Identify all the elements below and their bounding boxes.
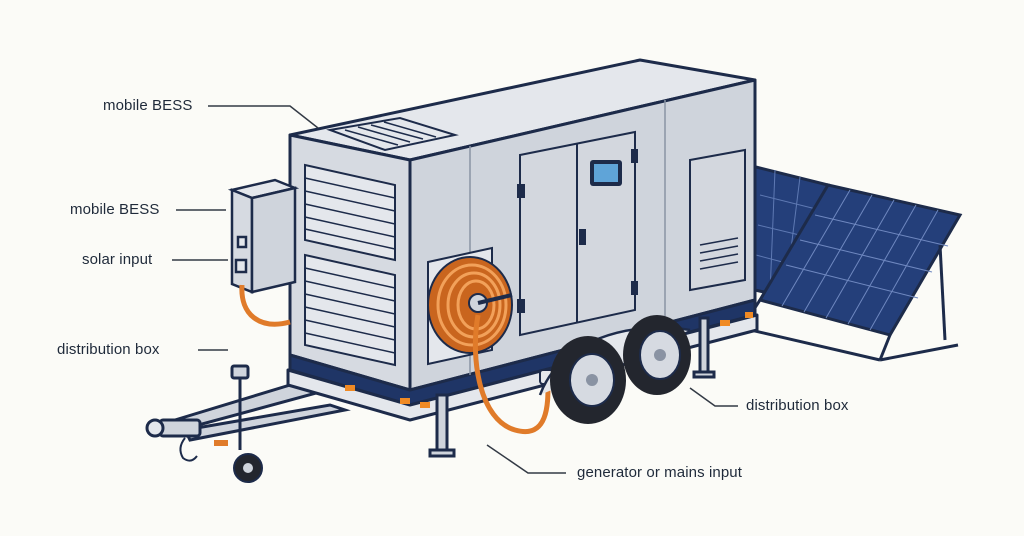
trailer-wheels xyxy=(538,315,691,424)
distribution-cable xyxy=(239,284,291,327)
leader-generator xyxy=(486,444,566,474)
distribution-box xyxy=(227,178,300,294)
wheel-front xyxy=(550,336,626,424)
generator-cable xyxy=(472,314,551,435)
trailer-safety-chain xyxy=(179,437,198,462)
label-mobile-bess-top: mobile BESS xyxy=(103,97,193,114)
leader-lines xyxy=(172,105,738,474)
label-generator-input: generator or mains input xyxy=(577,464,742,481)
front-louvers xyxy=(304,163,396,367)
stabilizer-legs xyxy=(428,316,716,458)
jockey-wheel xyxy=(233,453,263,483)
roof-vent xyxy=(326,116,459,152)
side-access-panel xyxy=(689,148,746,292)
solar-panels xyxy=(740,163,963,362)
leader-mobile-bess-top xyxy=(208,105,319,129)
control-screen xyxy=(590,160,622,186)
leader-distribution-right xyxy=(689,387,738,407)
label-solar-input: solar input xyxy=(82,251,153,268)
wheel-rear xyxy=(623,315,691,395)
side-reflectors xyxy=(345,312,753,408)
label-distribution-box-right: distribution box xyxy=(746,397,849,414)
label-distribution-box-left: distribution box xyxy=(57,341,160,358)
cable-reel xyxy=(427,246,513,366)
label-mobile-bess-side: mobile BESS xyxy=(70,201,160,218)
trailer-deck xyxy=(286,313,759,422)
trailer-drawbar xyxy=(145,364,351,450)
